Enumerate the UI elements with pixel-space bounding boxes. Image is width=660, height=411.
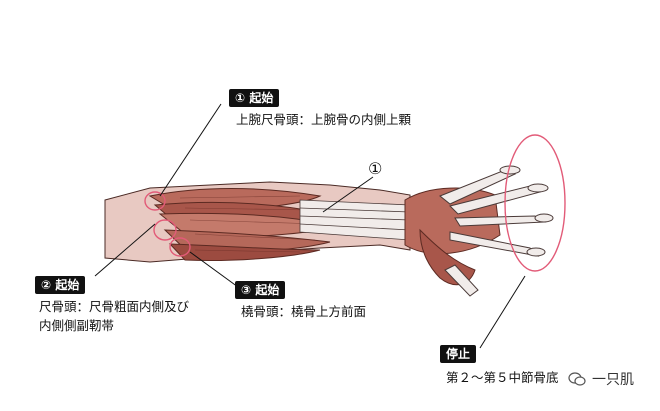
origin-1-tag: ① 起始	[229, 89, 279, 107]
origin-2-tag: ② 起始	[35, 276, 85, 294]
origin-1-text: 上腕尺骨頭：上腕骨の内側上顆	[236, 111, 411, 128]
callout-1: ①	[368, 160, 382, 177]
watermark-text: 一只肌	[592, 369, 634, 389]
origin-2-text-line1: 尺骨頭：尺骨粗面内側及び	[39, 298, 189, 315]
insertion-text: 第２～第５中節骨底	[446, 369, 559, 386]
origin-3-tag: ③ 起始	[235, 281, 285, 299]
origin-2-text-line2: 内側側副靭帯	[39, 317, 114, 334]
wechat-icon	[568, 372, 586, 386]
origin-3-text: 橈骨頭：橈骨上方前面	[241, 303, 366, 320]
finger-tips	[500, 166, 553, 256]
insertion-tag: 停止	[440, 345, 476, 363]
